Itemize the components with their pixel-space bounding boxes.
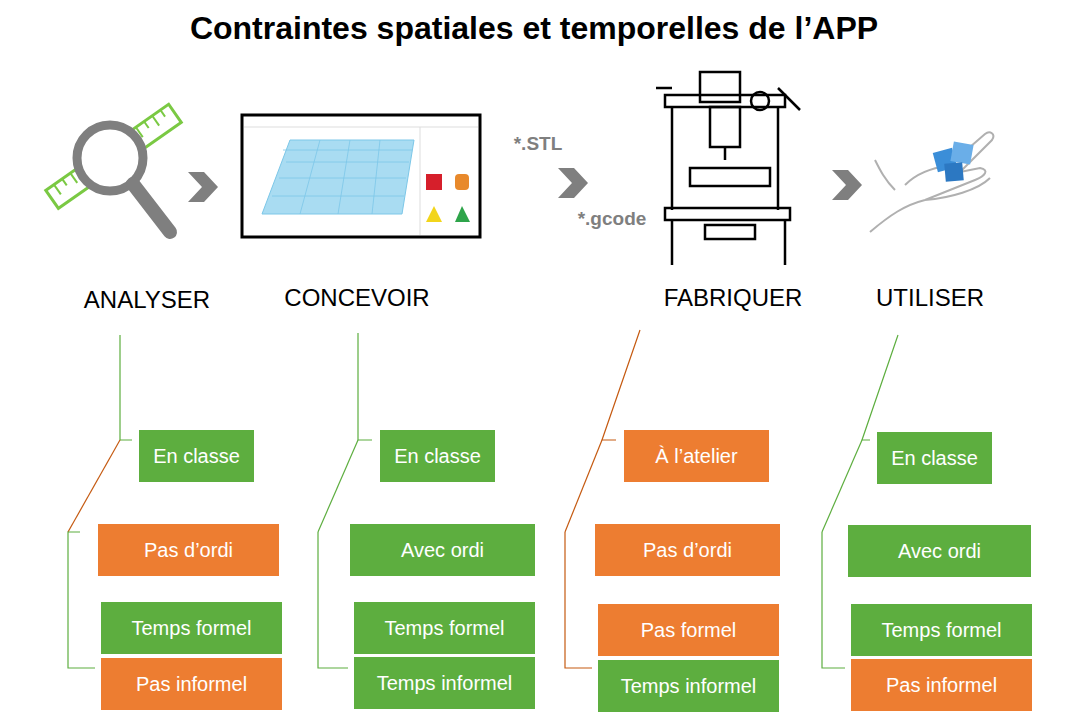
box-text: Temps informel <box>377 672 513 695</box>
constraint-box: En classe <box>877 432 992 484</box>
box-text: Avec ordi <box>401 539 484 562</box>
box-text: Temps informel <box>621 675 757 698</box>
constraint-box: Avec ordi <box>350 524 535 576</box>
hand-icon <box>870 132 993 232</box>
constraint-box: Temps formel <box>851 604 1032 656</box>
box-text: Pas formel <box>641 619 737 642</box>
cad-screen-icon <box>242 115 480 237</box>
stage-label: UTILISER <box>876 284 984 312</box>
box-text: Temps formel <box>384 617 504 640</box>
constraint-box: Temps formel <box>354 602 535 654</box>
magnifier-icon <box>46 104 181 232</box>
box-text: À l’atelier <box>655 445 737 468</box>
constraint-box: Avec ordi <box>848 525 1031 577</box>
constraint-box: Temps formel <box>101 602 282 654</box>
stage-label: CONCEVOIR <box>284 284 429 312</box>
box-text: En classe <box>153 445 240 468</box>
constraint-box: Temps informel <box>354 657 535 709</box>
box-text: Pas informel <box>136 673 247 696</box>
printer-icon <box>656 72 800 265</box>
file-extension: *.STL <box>514 133 563 155</box>
box-text: En classe <box>394 445 481 468</box>
bracket-lines <box>68 330 898 668</box>
diagram-title: Contraintes spatiales et temporelles de … <box>190 10 878 47</box>
constraint-box: Temps informel <box>598 660 779 712</box>
constraint-box: Pas informel <box>101 658 282 710</box>
constraint-box: Pas d’ordi <box>595 524 780 576</box>
constraint-box: En classe <box>380 430 495 482</box>
box-text: Avec ordi <box>898 540 981 563</box>
box-text: Temps formel <box>131 617 251 640</box>
constraint-box: Pas formel <box>598 604 779 656</box>
box-text: Pas d’ordi <box>144 539 233 562</box>
constraint-box: En classe <box>139 430 254 482</box>
stage-label: ANALYSER <box>84 286 210 314</box>
box-text: Temps formel <box>881 619 1001 642</box>
box-text: Pas informel <box>886 674 997 697</box>
constraint-box: Pas informel <box>851 659 1032 711</box>
box-text: En classe <box>891 447 978 470</box>
constraint-box: À l’atelier <box>624 430 769 482</box>
file-extension: *.gcode <box>578 208 647 230</box>
box-text: Pas d’ordi <box>643 539 732 562</box>
constraint-box: Pas d’ordi <box>98 524 279 576</box>
stage-label: FABRIQUER <box>664 284 803 312</box>
